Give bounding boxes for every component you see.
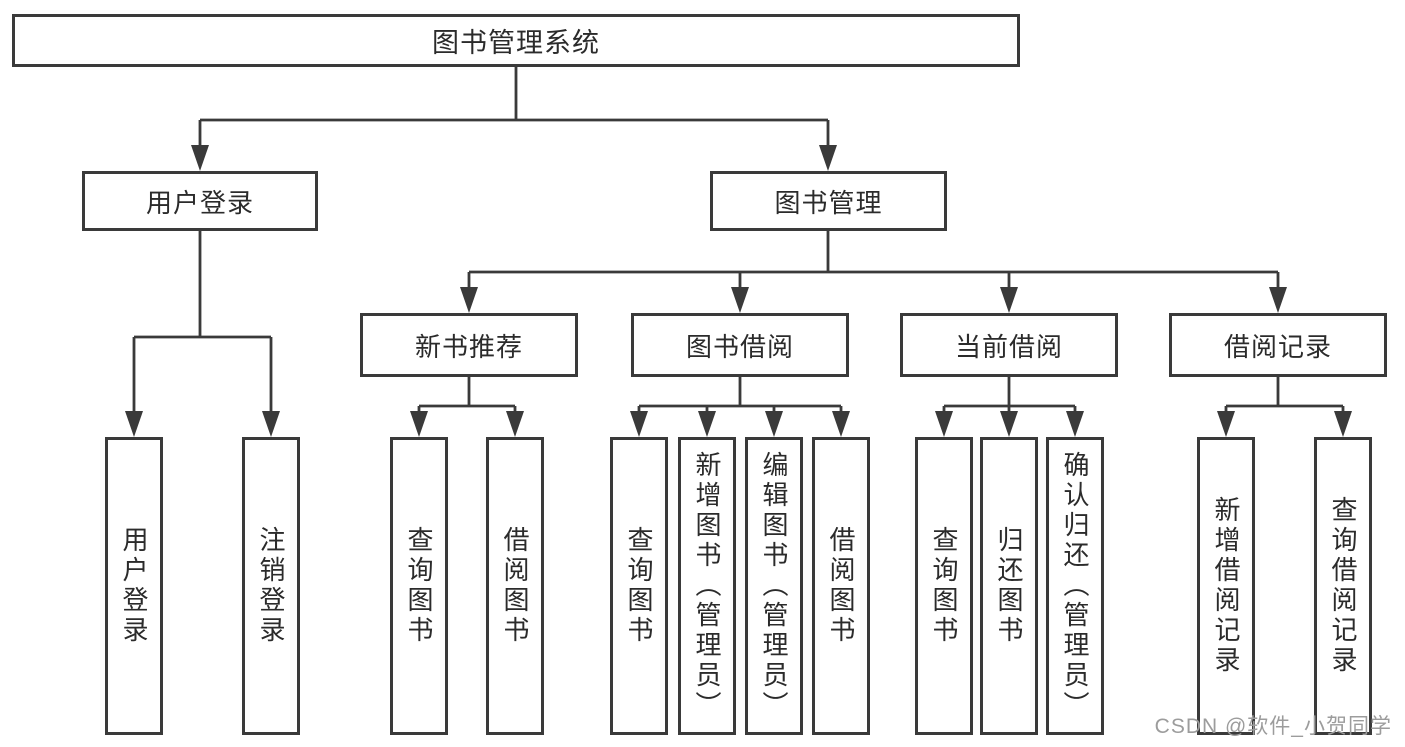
node-book-management: 图书管理 (710, 171, 947, 231)
arrowheads (125, 145, 1352, 437)
leaf-confirm-return-admin-label: 确认归还（管理员） (1060, 451, 1090, 721)
node-user-login: 用户登录 (82, 171, 318, 231)
node-borrow-records-label: 借阅记录 (1223, 331, 1332, 362)
leaf-return-book-label: 归还图书 (994, 526, 1024, 646)
node-current-borrowing-label: 当前借阅 (954, 331, 1063, 362)
leaf-borrow-book-label: 借阅图书 (826, 526, 856, 646)
leaf-query-borrow-record: 查询借阅记录 (1314, 437, 1372, 735)
leaf-add-book-admin: 新增图书（管理员） (678, 437, 736, 735)
leaf-edit-book-admin-label: 编辑图书（管理员） (759, 451, 789, 721)
watermark: CSDN @软件_小贺同学 (1154, 715, 1392, 738)
leaf-confirm-return-admin: 确认归还（管理员） (1046, 437, 1104, 735)
leaf-query-book-recommend-label: 查询图书 (404, 526, 434, 646)
node-root: 图书管理系统 (12, 14, 1020, 67)
leaf-query-borrow-record-label: 查询借阅记录 (1328, 496, 1358, 676)
leaf-borrow-book: 借阅图书 (812, 437, 870, 735)
node-book-borrowing-label: 图书借阅 (685, 331, 794, 362)
leaf-query-book-borrowing-label: 查询图书 (624, 526, 654, 646)
node-new-book-recommend: 新书推荐 (360, 313, 578, 377)
leaf-user-login-label: 用户登录 (119, 526, 149, 646)
node-book-borrowing: 图书借阅 (631, 313, 849, 377)
leaf-user-login: 用户登录 (105, 437, 163, 735)
leaf-query-book-current: 查询图书 (915, 437, 973, 735)
leaf-return-book: 归还图书 (980, 437, 1038, 735)
node-new-book-recommend-label: 新书推荐 (414, 331, 523, 362)
node-book-management-label: 图书管理 (774, 187, 883, 218)
leaf-add-book-admin-label: 新增图书（管理员） (692, 451, 722, 721)
leaf-add-borrow-record: 新增借阅记录 (1197, 437, 1255, 735)
leaf-add-borrow-record-label: 新增借阅记录 (1211, 496, 1241, 676)
leaf-logout-label: 注销登录 (256, 526, 286, 646)
node-current-borrowing: 当前借阅 (900, 313, 1118, 377)
leaf-borrow-book-recommend-label: 借阅图书 (500, 526, 530, 646)
leaf-query-book-borrowing: 查询图书 (610, 437, 668, 735)
node-borrow-records: 借阅记录 (1169, 313, 1387, 377)
node-root-label: 图书管理系统 (432, 28, 600, 58)
leaf-borrow-book-recommend: 借阅图书 (486, 437, 544, 735)
node-user-login-label: 用户登录 (145, 187, 254, 218)
leaf-query-book-recommend: 查询图书 (390, 437, 448, 735)
leaf-edit-book-admin: 编辑图书（管理员） (745, 437, 803, 735)
leaf-query-book-current-label: 查询图书 (929, 526, 959, 646)
leaf-logout: 注销登录 (242, 437, 300, 735)
